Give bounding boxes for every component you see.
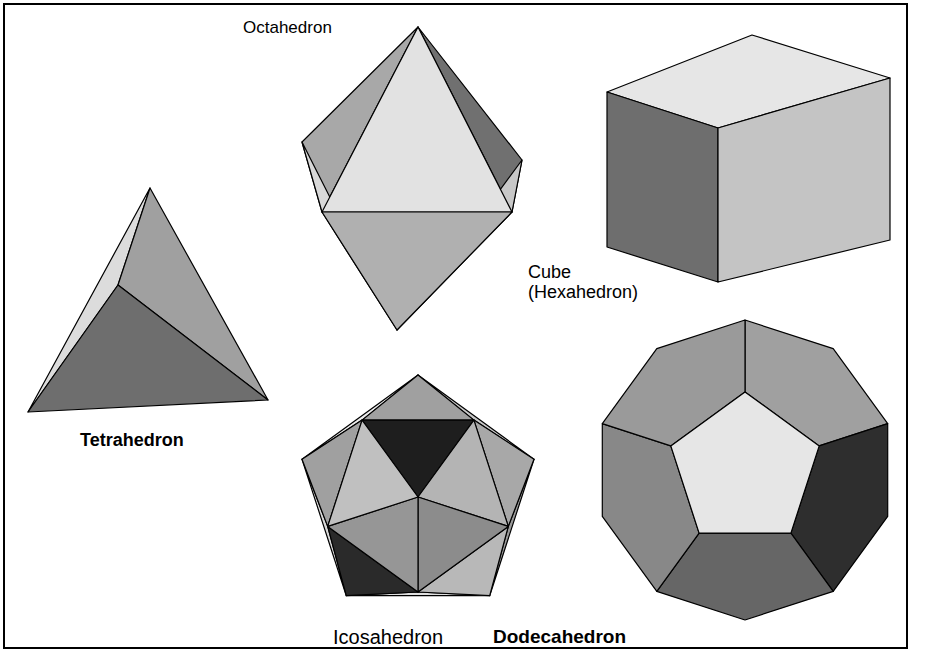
cube-figure [607,35,890,282]
solid-label: Tetrahedron [80,430,184,450]
tetrahedron-figure [28,188,268,412]
solid-label: Octahedron [243,18,332,37]
octahedron-figure [302,27,522,330]
icosahedron-figure [302,375,534,596]
dodecahedron-figure [602,320,887,620]
frame [4,4,907,648]
solid-label: Icosahedron [333,626,443,648]
solid-label: Cube (Hexahedron) [528,262,653,302]
solid-label: Dodecahedron [493,626,626,647]
